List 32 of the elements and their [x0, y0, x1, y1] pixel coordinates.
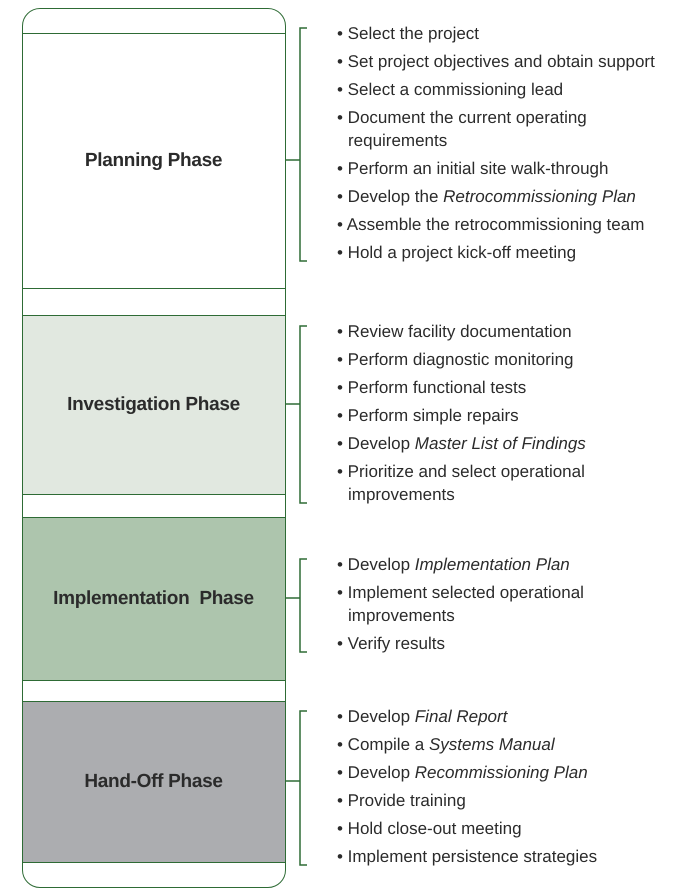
bullet-item: • Develop Final Report: [337, 706, 509, 728]
phase-box: [22, 517, 286, 681]
bullet-item: • Compile a Systems Manual: [337, 734, 556, 756]
rounded-frame: [22, 8, 286, 888]
phase-box: [22, 701, 286, 863]
bullet-item: • Perform simple repairs: [337, 405, 520, 427]
bullet-item: • Perform diagnostic monitoring: [337, 349, 574, 371]
bullet-item: • Set project objectives and obtain support: [337, 51, 656, 73]
bullet-item: • Perform functional tests: [337, 377, 528, 399]
phase-title: Investigation Phase: [67, 394, 240, 416]
bullet-item: • Implement persistence strategies: [337, 846, 598, 868]
bullet-item: • Select the project: [337, 23, 480, 45]
phase-title: Planning Phase: [84, 150, 222, 172]
bullet-item: • Develop Implementation Plan: [337, 554, 571, 576]
bullet-item: • Develop Master List of Findings: [337, 433, 587, 455]
bullet-item: • Review facility documentation: [337, 321, 573, 343]
bullet-item: • Assemble the retrocommissioning team: [337, 214, 646, 236]
bullet-item: • Develop the Retrocommissioning Plan: [337, 186, 637, 208]
bullet-item: • Implement selected operational improvements: [337, 582, 585, 627]
bullet-item: • Hold a project kick-off meeting: [337, 242, 578, 264]
bullet-item: • Hold close-out meeting: [337, 818, 523, 840]
bullet-item: • Perform an initial site walk-through: [337, 158, 610, 180]
bullet-item: • Document the current operating requirements: [337, 107, 588, 152]
bullet-item: • Develop Recommissioning Plan: [337, 762, 589, 784]
phase-title: Implementation Phase: [53, 588, 254, 610]
bullet-item: • Verify results: [337, 633, 446, 655]
bullet-item: • Prioritize and select operational improvements: [337, 461, 586, 506]
phase-box: [22, 315, 286, 495]
bullet-item: • Select a commissioning lead: [337, 79, 564, 101]
phase-title: Hand-Off Phase: [84, 771, 223, 793]
phase-box: [22, 33, 286, 289]
bullet-item: • Provide training: [337, 790, 467, 812]
